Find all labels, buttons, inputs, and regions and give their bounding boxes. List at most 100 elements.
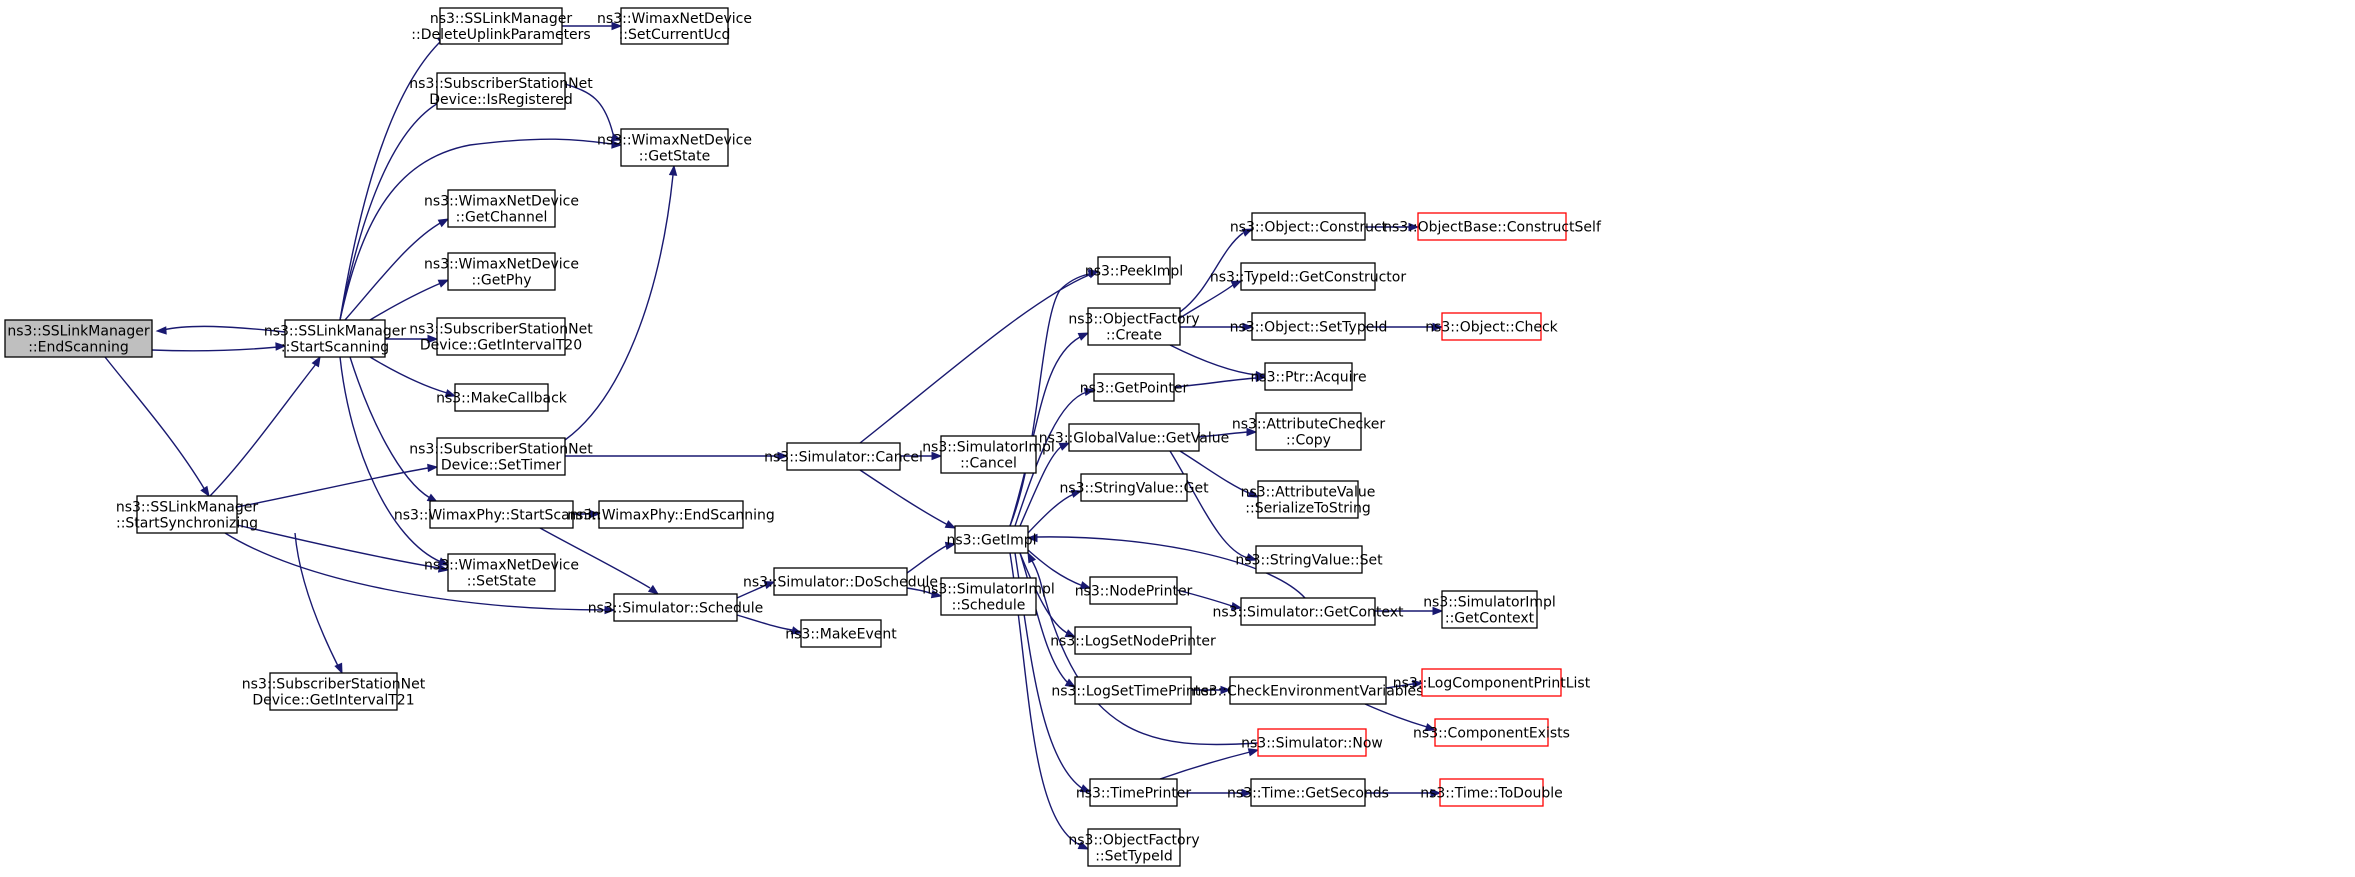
- node-settimer[interactable]: ns3::SubscriberStationNetDevice::SetTime…: [409, 437, 593, 476]
- edge-phystart-to-physend: [573, 509, 601, 519]
- node-label: Device::IsRegistered: [429, 92, 573, 108]
- edge-delul-to-setucd: [562, 21, 623, 31]
- node-logtime[interactable]: ns3::LogSetTimePrinter: [1051, 676, 1215, 705]
- node-label: ns3::Simulator::Cancel: [764, 450, 923, 466]
- edge-cancel-to-getimpl: [859, 469, 957, 529]
- node-simnow[interactable]: ns3::Simulator::Now: [1241, 728, 1383, 757]
- node-ptracq[interactable]: ns3::Ptr::Acquire: [1250, 362, 1367, 391]
- edge-cancel-to-peek: [859, 270, 1100, 444]
- node-acopy[interactable]: ns3::AttributeChecker::Copy: [1232, 412, 1386, 451]
- node-getcons[interactable]: ns3::TypeId::GetConstructor: [1210, 262, 1406, 291]
- node-label: Device::SetTimer: [441, 458, 562, 474]
- node-label: ns3::Time::GetSeconds: [1227, 786, 1389, 802]
- node-label: ns3::WimaxPhy::StartScanning: [394, 508, 609, 524]
- node-physend[interactable]: ns3::WimaxPhy::EndScanning: [567, 500, 775, 529]
- node-label: ::SetCurrentUcd: [619, 27, 731, 43]
- node-obconsself[interactable]: ns3::ObjectBase::ConstructSelf: [1383, 212, 1602, 241]
- node-label: ns3::TypeId::GetConstructor: [1210, 270, 1406, 286]
- node-startsync[interactable]: ns3::SSLinkManager::StartSynchronizing: [116, 495, 259, 534]
- node-label: ns3::WimaxNetDevice: [424, 257, 579, 273]
- node-label: ns3::SubscriberStationNet: [242, 677, 426, 693]
- node-compex[interactable]: ns3::ComponentExists: [1413, 718, 1570, 747]
- node-nodepr[interactable]: ns3::NodePrinter: [1075, 576, 1193, 605]
- node-mkcb[interactable]: ns3::MakeCallback: [436, 383, 568, 412]
- edge-getctx-to-impctx: [1375, 606, 1444, 616]
- edge-isreg-to-getstate: [564, 83, 623, 142]
- node-checkenv[interactable]: ns3::CheckEnvironmentVariables: [1193, 676, 1424, 705]
- node-cancel[interactable]: ns3::Simulator::Cancel: [764, 442, 923, 471]
- node-objcheck[interactable]: ns3::Object::Check: [1425, 312, 1559, 341]
- edge-settimer-to-getstate: [564, 164, 678, 441]
- node-setstate[interactable]: ns3::WimaxNetDevice::SetState: [424, 553, 579, 592]
- node-label: ns3::AttributeChecker: [1232, 417, 1386, 433]
- node-label: Device::GetIntervalT20: [420, 338, 582, 354]
- node-label: ns3::GetPointer: [1080, 381, 1189, 397]
- node-mkevent[interactable]: ns3::MakeEvent: [785, 619, 897, 648]
- node-delul[interactable]: ns3::SSLinkManager::DeleteUplinkParamete…: [411, 7, 591, 45]
- node-aser[interactable]: ns3::AttributeValue::SerializeToString: [1241, 480, 1376, 519]
- edge-timepr-to-simnow: [1159, 748, 1260, 780]
- node-label: ns3::GetImpl: [946, 533, 1036, 549]
- edge-getimpl-to-getptr: [1014, 387, 1096, 527]
- node-t21[interactable]: ns3::SubscriberStationNetDevice::GetInte…: [242, 672, 426, 711]
- node-svset[interactable]: ns3::StringValue::Set: [1235, 545, 1383, 574]
- edge-gvget-to-acopy: [1198, 427, 1258, 438]
- node-endscan[interactable]: ns3::SSLinkManager::EndScanning: [4, 319, 153, 358]
- edge-startsync-to-t21: [294, 532, 343, 675]
- node-getimpl[interactable]: ns3::GetImpl: [946, 525, 1037, 554]
- edges: [104, 21, 1444, 850]
- edge-settimer-to-cancel: [565, 451, 789, 461]
- edge-dosched-to-impsched: [906, 587, 943, 599]
- node-label: ::GetPhy: [472, 273, 532, 289]
- node-impctx[interactable]: ns3::SimulatorImpl::GetContext: [1423, 590, 1556, 629]
- edge-cancel-to-impcancel: [900, 451, 943, 461]
- node-label: ::GetChannel: [456, 210, 548, 226]
- node-logcpl[interactable]: ns3::LogComponentPrintList: [1393, 668, 1591, 697]
- node-startscan[interactable]: ns3::SSLinkManager::StartScanning: [264, 319, 407, 358]
- node-todouble[interactable]: ns3::Time::ToDouble: [1420, 778, 1563, 807]
- node-label: ns3::ObjectFactory: [1068, 833, 1199, 849]
- node-svget[interactable]: ns3::StringValue::Get: [1059, 473, 1209, 502]
- node-label: ns3::SSLinkManager: [116, 500, 259, 516]
- edge-startscan-to-mkcb: [369, 356, 457, 398]
- node-impsched[interactable]: ns3::SimulatorImpl::Schedule: [922, 577, 1055, 616]
- node-peek[interactable]: ns3::PeekImpl: [1085, 256, 1183, 285]
- node-ofsettid[interactable]: ns3::ObjectFactory::SetTypeId: [1068, 828, 1200, 867]
- node-phystart[interactable]: ns3::WimaxPhy::StartScanning: [394, 500, 609, 529]
- node-setucd[interactable]: ns3::WimaxNetDevice::SetCurrentUcd: [597, 7, 752, 45]
- node-label: ns3::MakeEvent: [785, 627, 897, 643]
- node-lognode[interactable]: ns3::LogSetNodePrinter: [1050, 626, 1216, 655]
- nodes: ns3::SSLinkManager::EndScanningns3::SSLi…: [4, 7, 1602, 867]
- node-getchan[interactable]: ns3::WimaxNetDevice::GetChannel: [424, 189, 579, 228]
- node-label: ns3::LogSetNodePrinter: [1050, 634, 1216, 650]
- node-label: ns3::Simulator::GetContext: [1212, 605, 1404, 621]
- node-ofcreate[interactable]: ns3::ObjectFactory::Create: [1068, 307, 1200, 346]
- node-label: ns3::SSLinkManager: [430, 11, 573, 27]
- node-getphy[interactable]: ns3::WimaxNetDevice::GetPhy: [424, 252, 579, 291]
- edge-startsync-to-setstate: [236, 524, 450, 573]
- node-t20[interactable]: ns3::SubscriberStationNetDevice::GetInte…: [409, 317, 593, 356]
- node-isreg[interactable]: ns3::SubscriberStationNetDevice::IsRegis…: [409, 72, 593, 110]
- node-schedule[interactable]: ns3::Simulator::Schedule: [588, 593, 764, 622]
- edge-getimpl-to-logtime: [1019, 552, 1077, 688]
- node-label: ns3::Simulator::DoSchedule: [743, 575, 938, 591]
- edge-startscan-to-t20: [385, 334, 439, 344]
- node-label: ns3::StringValue::Set: [1235, 553, 1383, 569]
- node-getptr[interactable]: ns3::GetPointer: [1080, 373, 1189, 402]
- edge-timepr-to-getsec: [1177, 788, 1253, 798]
- node-label: ::SetTypeId: [1095, 849, 1173, 865]
- node-objcons[interactable]: ns3::Object::Construct: [1230, 212, 1388, 241]
- node-gvget[interactable]: ns3::GlobalValue::GetValue: [1039, 423, 1229, 452]
- node-dosched[interactable]: ns3::Simulator::DoSchedule: [743, 567, 938, 596]
- node-timepr[interactable]: ns3::TimePrinter: [1076, 778, 1192, 807]
- edge-startscan-to-getchan: [344, 218, 450, 321]
- node-getsec[interactable]: ns3::Time::GetSeconds: [1227, 778, 1389, 807]
- edge-logtime-to-checkenv: [1191, 685, 1232, 695]
- node-impcancel[interactable]: ns3::SimulatorImpl::Cancel: [922, 435, 1055, 474]
- node-label: ::GetState: [639, 149, 710, 165]
- node-getctx[interactable]: ns3::Simulator::GetContext: [1212, 597, 1404, 626]
- node-getstate[interactable]: ns3::WimaxNetDevice::GetState: [597, 128, 752, 167]
- node-objsettid[interactable]: ns3::Object::SetTypeId: [1230, 312, 1388, 341]
- node-label: ns3::StringValue::Get: [1059, 481, 1209, 497]
